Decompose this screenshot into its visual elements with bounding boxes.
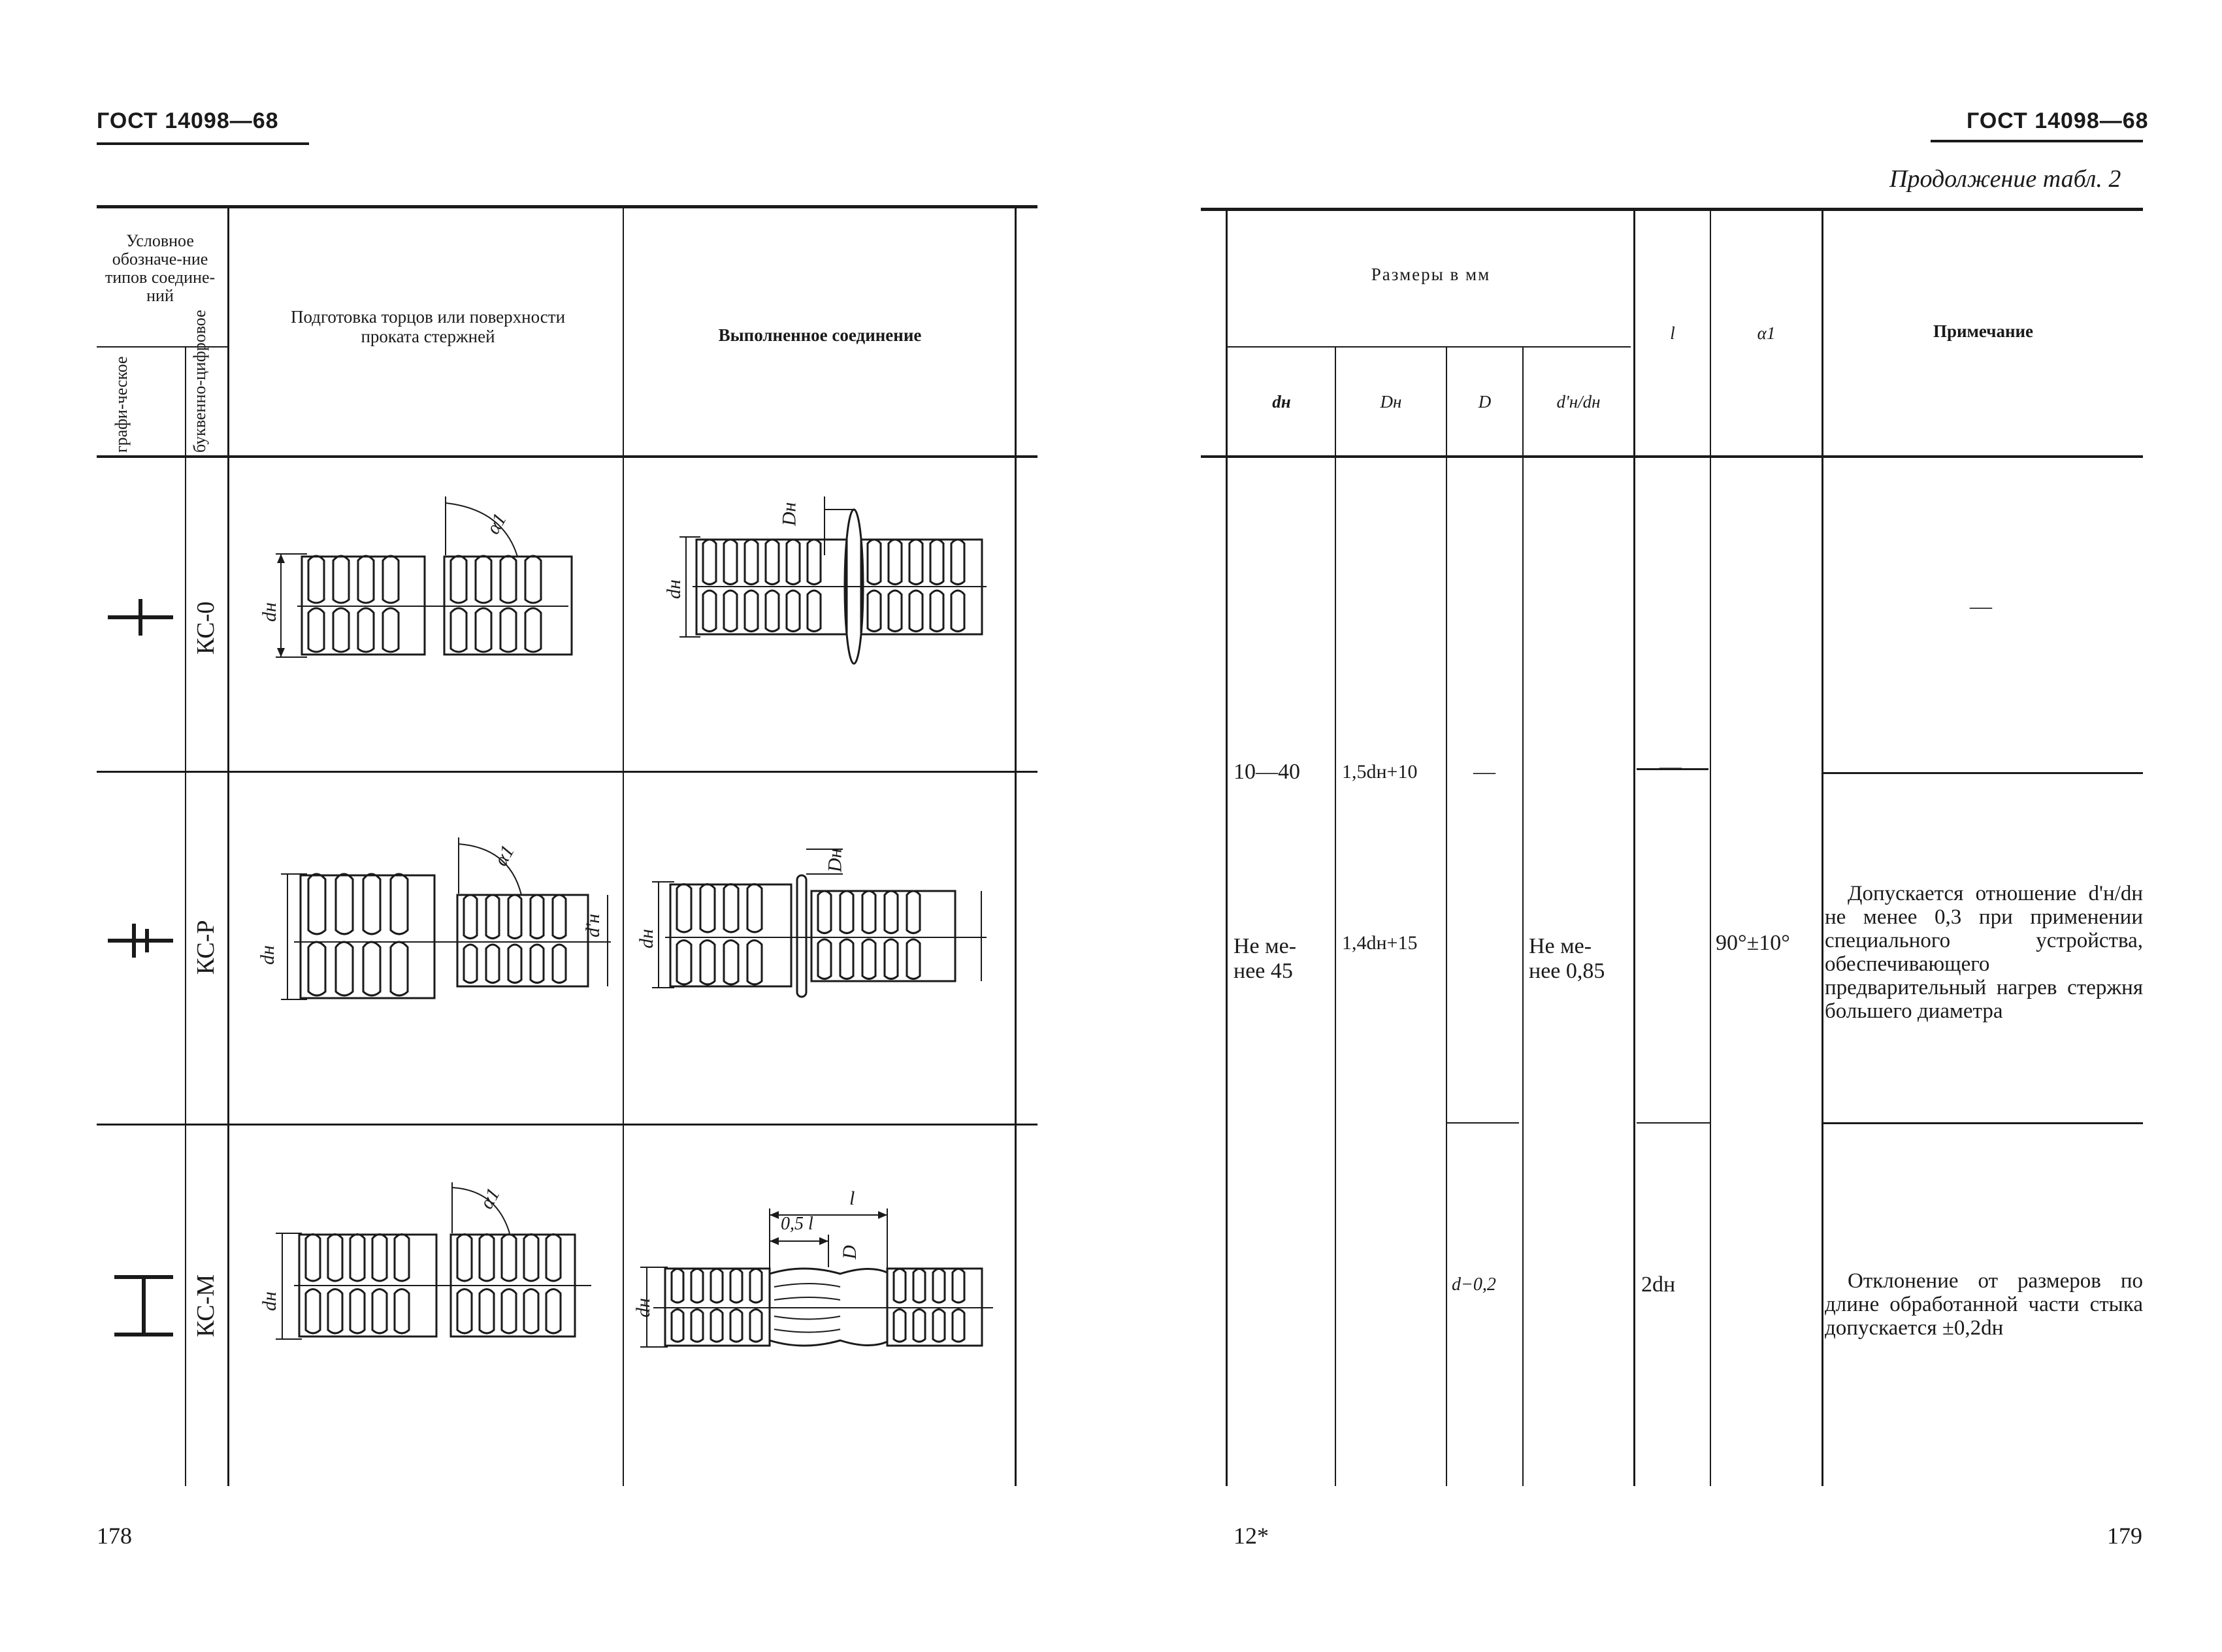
col-dn-header: dн [1272, 392, 1291, 412]
Dn-row2: 1,4dн+15 [1342, 932, 1418, 954]
graphic-symbol-ksr [108, 924, 173, 958]
column-line [1522, 346, 1524, 1486]
column-line [1822, 209, 1823, 1486]
col-ratio-header: d'н/dн [1556, 392, 1601, 412]
header-rule [97, 142, 309, 145]
row-divider [1637, 1122, 1710, 1124]
col-sizes-header: Размеры в мм [1371, 265, 1491, 284]
l-row3: 2dн [1641, 1272, 1676, 1297]
left-page-header: ГОСТ 14098—68 [97, 108, 279, 133]
col-result-header: Выполненное соединение [718, 325, 922, 345]
col-alpha-header: α1 [1757, 323, 1776, 343]
col-note-header: Примечание [1933, 321, 2034, 341]
column-line [185, 346, 186, 1486]
row-divider [97, 1124, 1037, 1126]
result-drawing-ksm [640, 1208, 993, 1348]
code-ks0: КС-0 [192, 601, 220, 655]
label-dn-result-ksr: dн [635, 929, 657, 948]
D-row3: d−0,2 [1452, 1274, 1496, 1295]
note-row2: Допускается отношение d'н/dн не менее 0,… [1825, 882, 2143, 1023]
D-row1: — [1473, 760, 1495, 784]
result-drawing-ks0 [679, 496, 987, 665]
sheet-mark: 12* [1234, 1523, 1269, 1549]
label-dn-result-ks0: dн [662, 579, 685, 599]
table-top-rule [1201, 208, 2143, 211]
dn-row2: Не ме-нее 45 [1234, 934, 1297, 983]
right-page-number: 179 [2107, 1523, 2142, 1549]
label-dn-ksm: dн [258, 1291, 280, 1311]
row-divider [1823, 1122, 2143, 1124]
l-row1: — [1659, 754, 1682, 779]
label-dn-ksr: dн [256, 945, 278, 965]
preparation-drawing-ksr [281, 837, 611, 1000]
col-designation-header: Условное обозначе-ние типов соедине-ний [105, 231, 216, 305]
col-alpha-header: буквенно-цифровое [190, 310, 209, 453]
ratio-row2: Не ме-нее 0,85 [1529, 934, 1605, 983]
column-line [1710, 209, 1711, 1486]
column-line [1226, 209, 1228, 1486]
header-rule [1931, 140, 2143, 142]
row-divider [1823, 772, 2143, 774]
table-continuation: Продолжение табл. 2 [1889, 165, 2121, 193]
column-line [623, 206, 624, 1486]
alpha-row2: 90°±10° [1716, 931, 1790, 955]
column-line [1633, 209, 1635, 1486]
label-D-ksm: D [838, 1245, 860, 1259]
label-Dn-ksr: Dн [824, 848, 846, 873]
table-head-rule [97, 455, 1037, 458]
col-D-header: D [1478, 392, 1492, 412]
table-head-rule [1201, 455, 2143, 458]
label-Dn-ks0: Dн [778, 502, 800, 526]
subhead-rule [1226, 346, 1631, 348]
col-Dn-header: Dн [1380, 392, 1402, 412]
code-ksr: КС-Р [192, 920, 220, 975]
column-line [1335, 346, 1336, 1486]
table-top-rule [97, 205, 1037, 208]
label-half-l-ksm: 0,5 l [781, 1214, 813, 1234]
label-dn-result-ksm: dн [632, 1298, 654, 1318]
column-line [1446, 346, 1447, 1486]
row-divider [97, 771, 1037, 773]
result-drawing-ksr [652, 849, 987, 998]
row-divider [1447, 1122, 1519, 1124]
label-dn-ks0: dн [258, 602, 280, 622]
code-ksm: КС-М [192, 1274, 220, 1337]
right-page-header: ГОСТ 14098—68 [1967, 108, 2149, 133]
column-line [1015, 206, 1017, 1486]
note-row1: — [1970, 594, 1992, 619]
graphic-symbol-ks0 [108, 599, 173, 636]
col-l-header: l [1670, 323, 1675, 343]
dash-line [1637, 768, 1708, 770]
subhead-rule [97, 346, 227, 348]
preparation-drawing-ks0 [276, 496, 573, 658]
left-page-number: 178 [97, 1523, 132, 1549]
column-line [227, 206, 229, 1486]
dn-row1: 10—40 [1234, 760, 1300, 784]
col-preparation-header: Подготовка торцов или поверхности прокат… [290, 307, 566, 346]
label-dn2-ksr: d'н [582, 913, 604, 938]
graphic-symbol-ksm [114, 1275, 173, 1336]
label-l-ksm: l [849, 1188, 855, 1209]
preparation-drawing-ksm [276, 1182, 591, 1340]
Dn-row1: 1,5dн+10 [1342, 761, 1418, 783]
col-graphic-header: графи-ческое [112, 356, 131, 453]
note-row3: Отклонение от размеров по длине обработа… [1825, 1269, 2143, 1340]
